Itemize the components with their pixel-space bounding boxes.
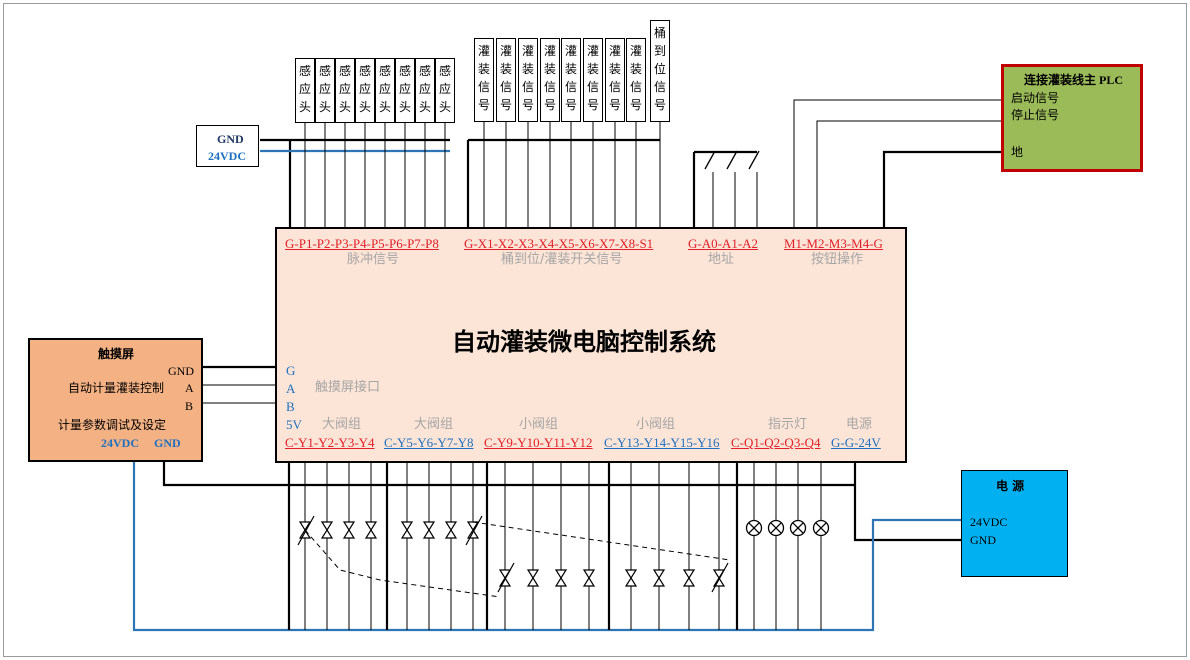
port-y13-code: C-Y13-Y14-Y15-Y16 [604,435,720,450]
touch-screen-pin-a: A [185,381,194,395]
touch-port-pin-b: B [286,399,295,414]
plc-stop-wire [816,120,1004,227]
port-address-desc: 地址 [708,252,735,267]
port-q-code: C-Q1-Q2-Q3-Q4 [731,435,821,450]
plc-stop-signal: 停止信号 [1011,108,1060,122]
plc-start-signal: 启动信号 [1011,91,1060,105]
sensor-label-5: 感应头 [375,58,395,123]
touch-screen-box: 触摸屏 自动计量灌装控制 计量参数调试及设定 GND A B 24VDC GND [28,338,203,462]
address-switch-2 [726,150,738,170]
port-y1-code: C-Y1-Y2-Y3-Y4 [285,435,375,450]
fill-signal-label-1: 灌装信号 [474,38,494,122]
touch-port-pin-5v: 5V [286,417,302,432]
sensor-label-3: 感应头 [335,58,355,123]
port-y5-desc: 大阀组 [414,417,454,432]
sensor-power-box: GND 24VDC [196,125,259,167]
fill-signal-label-3: 灌装信号 [518,38,538,122]
port-y9-desc: 小阀组 [519,417,559,432]
port-y13-desc: 小阀组 [636,417,676,432]
port-pulse-desc: 脉冲信号 [347,252,400,267]
sensor-label-8: 感应头 [435,58,455,123]
port-power-desc: 电源 [846,417,873,432]
fill-signal-label-5: 灌装信号 [561,38,581,122]
touch-screen-pin-gnd: GND [168,364,194,378]
plc-start-wire [793,99,1004,227]
diagram-frame [3,3,1187,657]
fill-signal-label-7: 灌装信号 [605,38,625,122]
power-title: 电 源 [996,479,1025,493]
system-title: 自动灌装微电脑控制系统 [452,328,716,356]
plc-ground: 地 [1011,145,1024,159]
touch-screen-pin-b: B [185,399,194,413]
sensor-power-gnd: GND [217,132,244,146]
port-y5-code: C-Y5-Y6-Y7-Y8 [384,435,474,450]
barrel-signal-label: 桶到位信号 [650,20,670,122]
fill-signal-label-2: 灌装信号 [496,38,516,122]
main-plc-box: 连接灌装线主 PLC 启动信号 停止信号 地 [1001,64,1143,172]
big-valve-actuator-2 [465,515,483,546]
port-switch-desc: 桶到位/灌装开关信号 [501,252,623,267]
touch-port-pin-g: G [286,363,296,378]
touch-port-pin-a: A [286,381,296,396]
port-address-code: G-A0-A1-A2 [688,236,759,251]
touch-screen-line1: 自动计量灌装控制 [68,381,165,395]
touch-screen-gnd: GND [154,436,181,450]
plc-ground-wire [882,150,1004,227]
touch-screen-line2: 计量参数调试及设定 [58,418,167,432]
touch-port-label: 触摸屏接口 [315,380,381,395]
touch-screen-title: 触摸屏 [98,347,135,361]
big-valve-linkage [304,529,501,598]
sensor-label-2: 感应头 [315,58,335,123]
port-y1-desc: 大阀组 [322,417,362,432]
power-supply-box: 电 源 24VDC GND [961,470,1068,577]
sensor-label-7: 感应头 [415,58,435,123]
address-switch-3 [748,150,760,170]
common-ground-bus [162,462,855,487]
port-switch-code: G-X1-X2-X3-X4-X5-X6-X7-X8-S1 [464,236,654,251]
port-pulse-code: G-P1-P2-P3-P4-P5-P6-P7-P8 [285,236,439,251]
small-valve-linkage [472,521,731,561]
sensor-label-6: 感应头 [395,58,415,123]
port-button-desc: 按钮操作 [811,252,864,267]
power-24v-bus [132,462,961,632]
address-switch-1 [704,150,716,170]
small-valve-actuator-2 [711,562,729,593]
port-power-code: G-G-24V [831,435,881,450]
plc-title: 连接灌装线主 PLC [1024,73,1124,87]
small-valve-actuator-1 [497,562,515,593]
power-24vdc: 24VDC [970,515,1008,529]
sensor-label-1: 感应头 [295,58,315,123]
touch-screen-24vdc: 24VDC [101,436,139,450]
port-y9-code: C-Y9-Y10-Y11-Y12 [484,435,593,450]
power-gnd: GND [970,533,996,547]
sensor-power-24vdc: 24VDC [208,149,246,163]
fill-signal-label-6: 灌装信号 [583,38,603,122]
port-button-code: M1-M2-M3-M4-G [784,236,883,251]
fill-signal-label-8: 灌装信号 [626,38,646,122]
sensor-label-4: 感应头 [355,58,375,123]
power-gnd-wire [853,463,961,542]
port-q-desc: 指示灯 [768,417,808,432]
controller-box: G-P1-P2-P3-P4-P5-P6-P7-P8 脉冲信号 G-X1-X2-X… [275,227,907,463]
fill-signal-label-4: 灌装信号 [540,38,560,122]
